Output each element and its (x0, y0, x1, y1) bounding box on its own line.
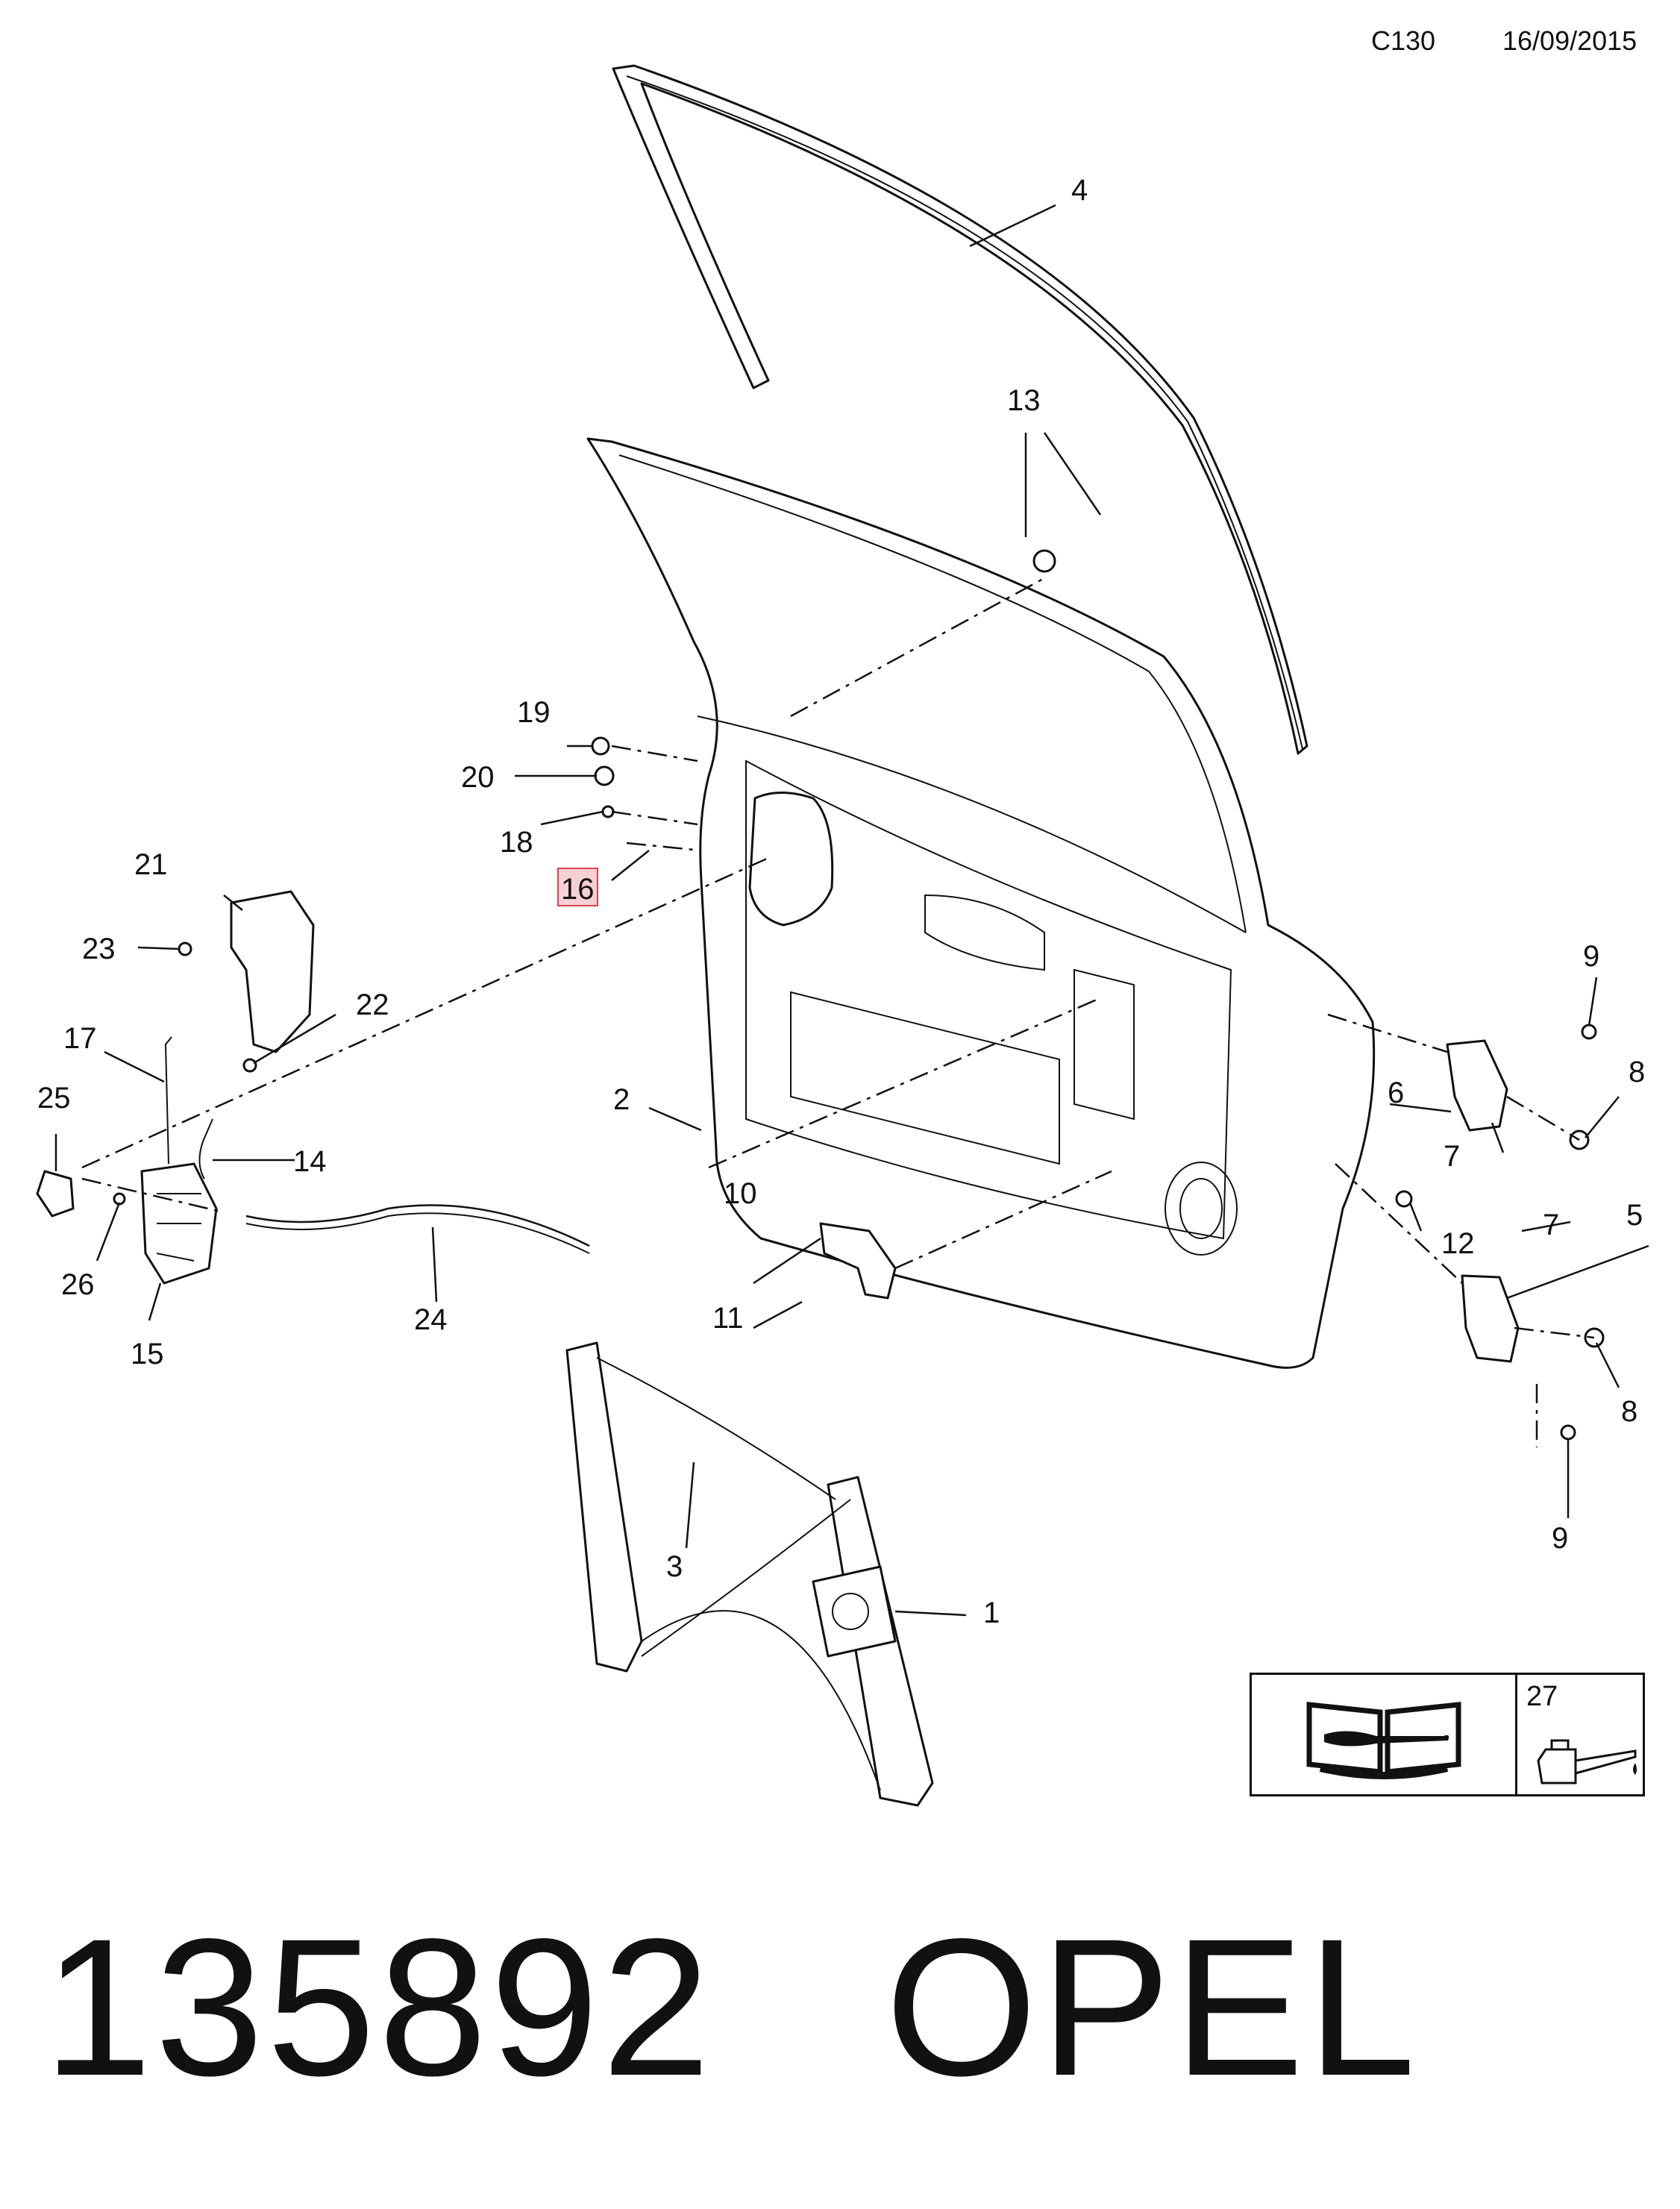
screw-part-23 (178, 941, 192, 956)
callout-7a[interactable]: 7 (1444, 1140, 1460, 1173)
callout-17[interactable]: 17 (63, 1022, 97, 1055)
callout-14[interactable]: 14 (293, 1145, 327, 1178)
callout-7b[interactable]: 7 (1543, 1209, 1559, 1241)
callout-8a[interactable]: 8 (1629, 1056, 1645, 1088)
callout-9b[interactable]: 9 (1552, 1522, 1568, 1555)
callout-12[interactable]: 12 (1441, 1227, 1475, 1260)
callout-1[interactable]: 1 (983, 1597, 1000, 1629)
callout-23[interactable]: 23 (82, 933, 116, 965)
callout-16-highlight (557, 868, 598, 906)
window-regulator-part-1 (565, 1341, 934, 1807)
screw-part-26 (113, 1192, 126, 1206)
callout-11[interactable]: 11 (712, 1302, 744, 1335)
lubricant-number: 27 (1526, 1681, 1558, 1712)
lubricant-legend: 27 (1517, 1675, 1643, 1794)
part-number-title: 135892 OPEL (43, 1910, 1419, 2105)
grommet-part-13 (1032, 549, 1056, 573)
callout-2[interactable]: 2 (613, 1083, 630, 1116)
grommet-part-20 (594, 765, 615, 786)
callout-5[interactable]: 5 (1626, 1199, 1643, 1232)
door-lock-part-15 (140, 1162, 218, 1285)
check-strap-part-10 (819, 1222, 897, 1300)
callout-24[interactable]: 24 (414, 1303, 448, 1336)
part-number: 135892 (43, 1898, 714, 2116)
callout-16[interactable]: 16 (561, 873, 595, 906)
bolt-part-12 (1395, 1190, 1413, 1208)
callout-4[interactable]: 4 (1071, 174, 1088, 207)
repair-manual-icon (1252, 1675, 1517, 1794)
lock-rod-part-14 (198, 1118, 213, 1179)
plug-part-18 (601, 805, 615, 818)
clip-part-19 (591, 736, 610, 756)
diagram-code: C130 (1371, 25, 1436, 56)
lock-cable-part-24 (245, 1204, 590, 1247)
callout-13[interactable]: 13 (1007, 384, 1041, 417)
oil-can-icon (1537, 1739, 1637, 1785)
window-seal-part-4 (612, 64, 1308, 755)
brand-name: OPEL (885, 1898, 1419, 2116)
legend-box: 27 (1250, 1673, 1645, 1796)
callout-10[interactable]: 10 (724, 1177, 757, 1210)
callout-8b[interactable]: 8 (1621, 1395, 1637, 1428)
callout-19[interactable]: 19 (517, 696, 551, 729)
bolt-part-9a (1581, 1024, 1597, 1040)
striker-part-25 (36, 1170, 75, 1218)
callout-25[interactable]: 25 (37, 1082, 71, 1115)
callout-22[interactable]: 22 (356, 988, 389, 1021)
screw-part-22 (242, 1058, 257, 1073)
callout-3[interactable]: 3 (666, 1550, 683, 1583)
bolt-part-9b (1560, 1424, 1576, 1441)
lock-rod-part-17 (164, 1036, 172, 1165)
hinge-lower-part-5 (1461, 1274, 1520, 1363)
callout-9a[interactable]: 9 (1583, 940, 1599, 973)
callout-26[interactable]: 26 (61, 1268, 95, 1301)
lock-cover-part-21 (230, 890, 315, 1053)
callout-15[interactable]: 15 (131, 1338, 164, 1370)
callout-6[interactable]: 6 (1388, 1077, 1404, 1109)
diagram-date: 16/09/2015 (1502, 25, 1637, 56)
hinge-upper-part-6 (1446, 1039, 1508, 1132)
callout-20[interactable]: 20 (461, 761, 495, 794)
callout-18[interactable]: 18 (500, 826, 533, 859)
callout-21[interactable]: 21 (134, 848, 168, 881)
